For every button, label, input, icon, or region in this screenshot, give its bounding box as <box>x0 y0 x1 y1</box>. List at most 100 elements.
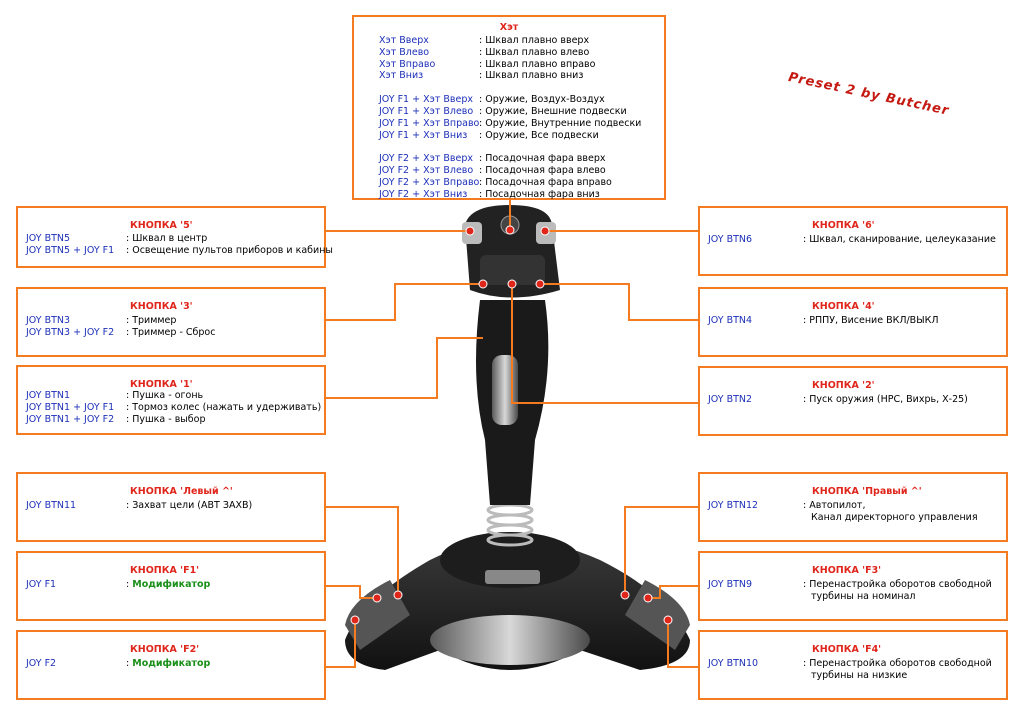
mapping-key: JOY BTN4 <box>708 315 753 326</box>
mapping-key: JOY BTN1 + JOY F1 <box>26 401 115 413</box>
mapping-value: турбины на номинал <box>811 590 916 602</box>
mapping-value: : РППУ, Висение ВКЛ/ВЫКЛ <box>803 315 939 326</box>
mapping-value: : Триммер - Сброс <box>126 326 216 338</box>
box-title: КНОПКА 'F3' <box>812 565 882 576</box>
mapping-key: JOY BTN10 <box>708 658 759 669</box>
button-2-box: КНОПКА '2' JOY BTN2 : Пуск оружия (НРС, Ви… <box>698 366 1008 436</box>
box-title: КНОПКА '6' <box>812 220 875 231</box>
hat-row-key: JOY F2 + Хэт Вниз <box>379 188 468 200</box>
base-collar <box>440 532 580 588</box>
mapping-value: : Перенастройка оборотов свободной <box>803 658 992 669</box>
mapping-key: JOY BTN1 <box>26 390 71 401</box>
button-6-box: КНОПКА '6' JOY BTN6 : Шквал, сканирование,… <box>698 206 1008 276</box>
box-title: КНОПКА '2' <box>812 380 875 391</box>
mapping-key: JOY BTN2 <box>708 394 753 405</box>
button-f1-box: КНОПКА 'F1'JOY F1: Модификатор <box>16 551 326 621</box>
mapping-value: : Шквал, сканирование, целеуказание <box>803 234 996 245</box>
mapping-value: : Перенастройка оборотов свободной <box>803 579 992 590</box>
mapping-key: JOY BTN12 <box>708 500 759 511</box>
mapping-value: : Пушка - выбор <box>126 413 206 425</box>
mapping-value: : Триммер <box>126 315 177 326</box>
mapping-key: JOY BTN1 + JOY F2 <box>26 413 115 425</box>
hat-row-key: JOY F2 + Хэт Вправо <box>379 177 480 188</box>
hat-row-key: JOY F2 + Хэт Влево <box>379 165 474 177</box>
box-title: КНОПКА 'Левый ^' <box>130 486 233 497</box>
mapping-key: JOY BTN11 <box>26 500 77 511</box>
button-markers <box>350 225 673 625</box>
mapping-value: : Пушка - огонь <box>126 390 204 401</box>
mapping-value: : Модификатор <box>126 579 210 590</box>
hat-row-value: : Оружие, Все подвески <box>479 129 599 141</box>
joystick-illustration <box>345 205 690 670</box>
hat-row-key: JOY F1 + Хэт Вверх <box>379 94 473 106</box>
hat-row-value: : Посадочная фара вверх <box>479 153 606 165</box>
button-f2-box: КНОПКА 'F2'JOY F2: Модификатор <box>16 630 326 700</box>
box-title: КНОПКА '4' <box>812 301 875 312</box>
mapping-key: JOY BTN3 + JOY F2 <box>26 326 115 338</box>
hat-row-value: : Шквал плавно вниз <box>479 70 584 82</box>
mapping-key: JOY BTN9 <box>708 579 753 590</box>
mapping-colon: : <box>126 658 133 669</box>
hat-row-value: : Оружие, Воздух-Воздух <box>479 94 605 106</box>
button-left-caret-box: КНОПКА 'Левый ^' JOY BTN11 : Захват цели (… <box>16 472 326 542</box>
hat-row-key: Хэт Влево <box>379 46 430 58</box>
hat-row-value: : Шквал плавно вправо <box>479 58 596 70</box>
mapping-value: : Модификатор <box>126 658 210 669</box>
hat-row-key: JOY F1 + Хэт Вправо <box>379 117 480 129</box>
button-f4-box: КНОПКА 'F4' JOY BTN10 : Перенастройка обор… <box>698 630 1008 700</box>
box-title: КНОПКА '1' <box>130 379 193 390</box>
mapping-key: JOY BTN3 <box>26 315 71 326</box>
mapping-value: : Тормоз колес (нажать и удерживать) <box>126 401 322 413</box>
modifier-label: Модификатор <box>132 579 211 590</box>
button-4-box: КНОПКА '4' JOY BTN4 : РППУ, Висение ВКЛ/ВЫ… <box>698 287 1008 357</box>
mapping-key: JOY BTN5 <box>26 233 71 244</box>
mapping-value: Канал директорного управления <box>811 511 978 523</box>
mapping-value: : Освещение пультов приборов и кабины <box>126 244 333 256</box>
hat-row-value: : Посадочная фара вниз <box>479 188 600 200</box>
hat-row-value: : Шквал плавно влево <box>479 46 590 58</box>
hat-row-key: JOY F2 + Хэт Вверх <box>379 153 473 165</box>
mapping-colon: : <box>126 579 133 590</box>
mapping-key: JOY BTN6 <box>708 234 753 245</box>
hat-row-key: Хэт Вверх <box>379 35 429 46</box>
head-lower-block <box>480 255 545 285</box>
hat-row-key: Хэт Вправо <box>379 58 436 70</box>
mapping-value: : Шквал в центр <box>126 233 208 244</box>
button-f3-box: КНОПКА 'F3' JOY BTN9 : Перенастройка оборо… <box>698 551 1008 621</box>
hat-row-value: : Оружие, Внутренние подвески <box>479 117 642 129</box>
hat-row-value: : Посадочная фара вправо <box>479 177 612 188</box>
mapping-key: JOY F2 <box>26 658 57 669</box>
hat-box-title: Хэт <box>499 22 519 33</box>
base-front-plate <box>430 615 590 665</box>
box-title: КНОПКА '3' <box>130 301 193 312</box>
hat-row-value: : Шквал плавно вверх <box>479 35 590 46</box>
button-right-caret-box: КНОПКА 'Правый ^' JOY BTN12 : Автопилот,Ка… <box>698 472 1008 542</box>
mapping-key: JOY F1 <box>26 579 57 590</box>
mapping-value: турбины на низкие <box>811 669 908 681</box>
box-title: КНОПКА '5' <box>130 220 193 231</box>
mapping-value: : Захват цели (АВТ ЗАХВ) <box>126 500 253 511</box>
base-right-wing <box>625 580 690 650</box>
hat-row-key: JOY F1 + Хэт Вниз <box>379 129 468 141</box>
mapping-key: JOY BTN5 + JOY F1 <box>26 244 115 256</box>
box-title: КНОПКА 'F2' <box>130 644 200 655</box>
modifier-label: Модификатор <box>132 658 211 669</box>
mapping-value: : Пуск оружия (НРС, Вихрь, Х-25) <box>803 394 968 405</box>
base-logo-plate <box>485 570 540 584</box>
hat-row-value: : Оружие, Внешние подвески <box>479 106 627 117</box>
hat-row-key: JOY F1 + Хэт Влево <box>379 106 474 117</box>
box-title: КНОПКА 'F4' <box>812 644 882 655</box>
mapping-value: : Автопилот, <box>803 500 866 511</box>
hat-row-value: : Посадочная фара влево <box>479 165 606 177</box>
leader-lines <box>326 200 698 668</box>
box-title: КНОПКА 'F1' <box>130 565 200 576</box>
hat-row-key: Хэт Вниз <box>379 70 424 82</box>
box-title: КНОПКА 'Правый ^' <box>812 486 922 497</box>
base-left-wing <box>345 580 410 650</box>
stick-trigger-panel <box>492 355 518 425</box>
